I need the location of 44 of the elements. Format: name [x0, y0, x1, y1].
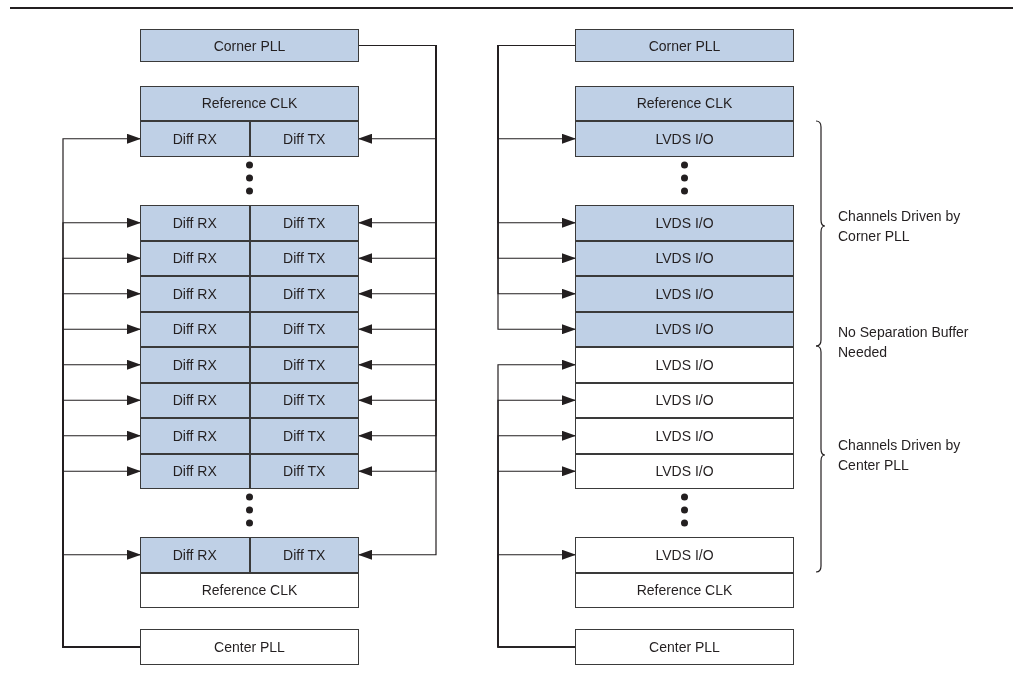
transmitter-cell: Diff TX [249, 276, 359, 312]
pll-block: Center PLL [575, 629, 794, 665]
arrow [497, 549, 576, 648]
transmitter-cell: Diff TX [249, 121, 359, 157]
io-cell: LVDS I/O [575, 276, 794, 312]
receiver-cell: Diff RX [140, 347, 250, 383]
bracket-note: No Separation Buffer Needed [838, 323, 970, 362]
io-cell: LVDS I/O [575, 537, 794, 573]
io-cell: LVDS I/O [575, 453, 794, 489]
transmitter-cell: Diff TX [249, 382, 359, 418]
receiver-cell: Diff RX [140, 121, 250, 157]
receiver-cell: Diff RX [140, 240, 250, 276]
receiver-cell: Diff RX [140, 382, 250, 418]
transmitter-cell: Diff TX [249, 418, 359, 454]
io-cell: LVDS I/O [575, 240, 794, 276]
pll-block: Corner PLL [140, 29, 359, 62]
pll-block: Center PLL [140, 629, 359, 665]
io-cell: LVDS I/O [575, 347, 794, 383]
transmitter-cell: Diff TX [249, 311, 359, 347]
clock-block: Reference CLK [575, 85, 794, 121]
transmitter-cell: Diff TX [249, 537, 359, 573]
receiver-cell: Diff RX [140, 537, 250, 573]
receiver-cell: Diff RX [140, 311, 250, 347]
clock-block: Reference CLK [140, 572, 359, 608]
transmitter-cell: Diff TX [249, 347, 359, 383]
io-cell: LVDS I/O [575, 311, 794, 347]
arrow [358, 44, 437, 560]
io-cell: LVDS I/O [575, 382, 794, 418]
io-cell: LVDS I/O [575, 121, 794, 157]
receiver-cell: Diff RX [140, 276, 250, 312]
bracket-note: Channels Driven by Corner PLL [838, 207, 962, 246]
transmitter-cell: Diff TX [249, 205, 359, 241]
bracket-note: Channels Driven by Center PLL [838, 436, 962, 475]
pll-block: Corner PLL [575, 29, 794, 62]
io-cell: LVDS I/O [575, 418, 794, 454]
receiver-cell: Diff RX [140, 453, 250, 489]
clock-block: Reference CLK [140, 85, 359, 121]
transmitter-cell: Diff TX [249, 453, 359, 489]
arrow [62, 549, 141, 648]
receiver-cell: Diff RX [140, 205, 250, 241]
transmitter-cell: Diff TX [249, 240, 359, 276]
receiver-cell: Diff RX [140, 418, 250, 454]
io-cell: LVDS I/O [575, 205, 794, 241]
clock-block: Reference CLK [575, 572, 794, 608]
